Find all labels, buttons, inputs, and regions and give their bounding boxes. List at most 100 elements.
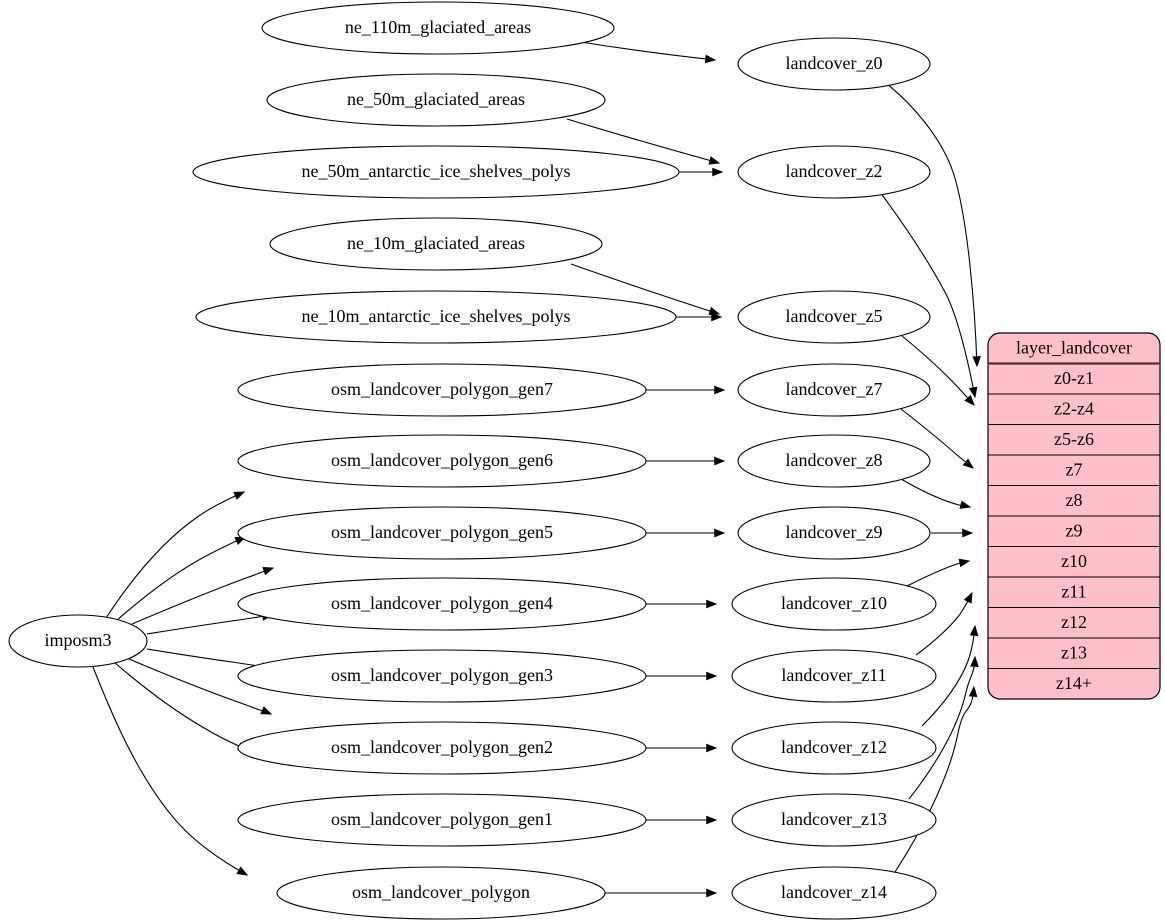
node-label-osm-landcover-polygon-gen3: osm_landcover_polygon_gen3 (331, 665, 553, 685)
node-ellipse-landcover-z14 (731, 866, 937, 920)
node-label-landcover-z9: landcover_z9 (786, 522, 883, 542)
node-ellipse-ne-50m-antarctic-ice-shelves-polys (192, 145, 680, 199)
edge-imposm3-to-osm_landcover_polygon_gen7 (105, 492, 244, 619)
node-ellipse-osm-landcover-polygon-gen2 (237, 721, 647, 775)
node-ellipse-osm-landcover-polygon (276, 866, 606, 920)
layer-table-row-z12[interactable]: z12 (988, 608, 1160, 639)
node-ellipse-landcover-z9 (737, 506, 931, 560)
layer-table-row-label: z0-z1 (1054, 368, 1094, 388)
edge-landcover_z14-to-z14+ (894, 687, 974, 873)
node-label-osm-landcover-polygon: osm_landcover_polygon (352, 882, 530, 902)
node-landcover-z2[interactable]: landcover_z2 (737, 145, 931, 199)
node-label-landcover-z2: landcover_z2 (786, 161, 883, 181)
node-label-osm-landcover-polygon-gen1: osm_landcover_polygon_gen1 (331, 809, 553, 829)
node-ellipse-landcover-z13 (731, 793, 937, 847)
node-ne-50m-glaciated-areas[interactable]: ne_50m_glaciated_areas (266, 73, 606, 127)
node-osm-landcover-polygon-gen2[interactable]: osm_landcover_polygon_gen2 (237, 721, 647, 775)
layer-table-row-z9[interactable]: z9 (988, 516, 1160, 547)
layer-table-row-label: z5-z6 (1054, 429, 1094, 449)
node-landcover-z7[interactable]: landcover_z7 (737, 363, 931, 417)
node-ellipse-ne-110m-glaciated-areas (261, 1, 615, 55)
layer-table-header: layer_landcover (1016, 337, 1132, 357)
node-imposm3[interactable]: imposm3 (8, 614, 148, 668)
edge-imposm3-to-osm_landcover_polygon (92, 666, 247, 875)
layer-table-row-z8[interactable]: z8 (988, 486, 1160, 517)
node-label-landcover-z5: landcover_z5 (786, 306, 883, 326)
edge-landcover_z5-to-z5-z6 (901, 335, 974, 405)
node-label-osm-landcover-polygon-gen2: osm_landcover_polygon_gen2 (331, 737, 553, 757)
node-ne-10m-antarctic-ice-shelves-polys[interactable]: ne_10m_antarctic_ice_shelves_polys (195, 290, 677, 344)
layer-table-row-label: z11 (1061, 581, 1086, 601)
layer-table-row-label: z2-z4 (1054, 398, 1094, 418)
node-ellipse-landcover-z2 (737, 145, 931, 199)
layer-table-row-z14-[interactable]: z14+ (988, 669, 1160, 700)
layer-table-row-label: z9 (1066, 520, 1083, 540)
layer-table-row-label: z13 (1061, 642, 1087, 662)
edge-landcover_z0-to-z0-z1 (886, 83, 977, 366)
edge-landcover_z10-to-z10 (906, 561, 969, 587)
node-label-osm-landcover-polygon-gen6: osm_landcover_polygon_gen6 (331, 450, 553, 470)
node-label-ne-50m-antarctic-ice-shelves-polys: ne_50m_antarctic_ice_shelves_polys (302, 161, 571, 181)
node-label-imposm3: imposm3 (44, 630, 111, 650)
node-ellipse-osm-landcover-polygon-gen7 (237, 363, 647, 417)
edge-ne_10m_glaciated_areas-to-landcover_z5 (570, 263, 719, 314)
node-osm-landcover-polygon-gen1[interactable]: osm_landcover_polygon_gen1 (237, 793, 647, 847)
node-osm-landcover-polygon-gen3[interactable]: osm_landcover_polygon_gen3 (237, 649, 647, 703)
node-landcover-z13[interactable]: landcover_z13 (731, 793, 937, 847)
node-ellipse-landcover-z12 (731, 721, 937, 775)
node-ne-10m-glaciated-areas[interactable]: ne_10m_glaciated_areas (269, 217, 603, 271)
node-landcover-z14[interactable]: landcover_z14 (731, 866, 937, 920)
node-label-landcover-z7: landcover_z7 (786, 379, 883, 399)
layer-table-row-z0-z1[interactable]: z0-z1 (988, 364, 1160, 395)
node-osm-landcover-polygon[interactable]: osm_landcover_polygon (276, 866, 606, 920)
node-ellipse-osm-landcover-polygon-gen1 (237, 793, 647, 847)
layer-table-row-label: z10 (1061, 551, 1087, 571)
node-landcover-z5[interactable]: landcover_z5 (737, 290, 931, 344)
node-landcover-z10[interactable]: landcover_z10 (731, 577, 937, 631)
edge-landcover_z13-to-z13 (908, 657, 975, 800)
node-landcover-z11[interactable]: landcover_z11 (731, 649, 937, 703)
node-ellipse-landcover-z8 (737, 434, 931, 488)
node-ne-50m-antarctic-ice-shelves-polys[interactable]: ne_50m_antarctic_ice_shelves_polys (192, 145, 680, 199)
node-ellipse-landcover-z10 (731, 577, 937, 631)
node-landcover-z9[interactable]: landcover_z9 (737, 506, 931, 560)
nodes-layer: imposm3 ne_110m_glaciated_areas ne_50m_gla… (8, 1, 937, 920)
edge-ne_110m_glaciated_areas-to-landcover_z0 (573, 40, 715, 60)
node-landcover-z12[interactable]: landcover_z12 (731, 721, 937, 775)
node-osm-landcover-polygon-gen6[interactable]: osm_landcover_polygon_gen6 (237, 434, 647, 488)
edge-ne_50m_glaciated_areas-to-landcover_z2 (566, 118, 719, 163)
node-ellipse-osm-landcover-polygon-gen6 (237, 434, 647, 488)
node-ellipse-osm-landcover-polygon-gen5 (237, 506, 647, 560)
node-ellipse-landcover-z5 (737, 290, 931, 344)
layer-table-row-z11[interactable]: z11 (988, 577, 1160, 608)
node-label-landcover-z11: landcover_z11 (781, 665, 886, 685)
node-osm-landcover-polygon-gen7[interactable]: osm_landcover_polygon_gen7 (237, 363, 647, 417)
layer-table-row-label: z7 (1066, 459, 1083, 479)
layer-table-row-z7[interactable]: z7 (988, 455, 1160, 486)
edge-landcover_z2-to-z2-z4 (879, 191, 975, 397)
node-ellipse-osm-landcover-polygon-gen3 (237, 649, 647, 703)
layer-table-row-z13[interactable]: z13 (988, 638, 1160, 669)
node-landcover-z8[interactable]: landcover_z8 (737, 434, 931, 488)
layer-table-row-z10[interactable]: z10 (988, 547, 1160, 578)
edge-landcover_z7-to-z7 (900, 408, 973, 468)
node-label-landcover-z13: landcover_z13 (781, 809, 887, 829)
node-ellipse-imposm3 (8, 614, 148, 668)
table-layer: layer_landcover z0-z1 z2-z4 z5-z6 z7 z8 z9 z10 z… (987, 332, 1161, 700)
layer-table-row-z5-z6[interactable]: z5-z6 (988, 425, 1160, 456)
node-ellipse-ne-50m-glaciated-areas (266, 73, 606, 127)
node-label-ne-50m-glaciated-areas: ne_50m_glaciated_areas (347, 89, 525, 109)
node-ne-110m-glaciated-areas[interactable]: ne_110m_glaciated_areas (261, 1, 615, 55)
layer-table-row-z2-z4[interactable]: z2-z4 (988, 394, 1160, 425)
edge-landcover_z8-to-z8 (900, 478, 970, 507)
node-landcover-z0[interactable]: landcover_z0 (737, 37, 931, 91)
node-ellipse-landcover-z7 (737, 363, 931, 417)
edges-sources-to-layers (566, 40, 724, 893)
node-osm-landcover-polygon-gen5[interactable]: osm_landcover_polygon_gen5 (237, 506, 647, 560)
node-label-landcover-z12: landcover_z12 (781, 737, 887, 757)
edges-layers-to-table (879, 83, 977, 873)
node-ellipse-ne-10m-glaciated-areas (269, 217, 603, 271)
node-label-landcover-z8: landcover_z8 (786, 450, 883, 470)
node-osm-landcover-polygon-gen4[interactable]: osm_landcover_polygon_gen4 (237, 577, 647, 631)
